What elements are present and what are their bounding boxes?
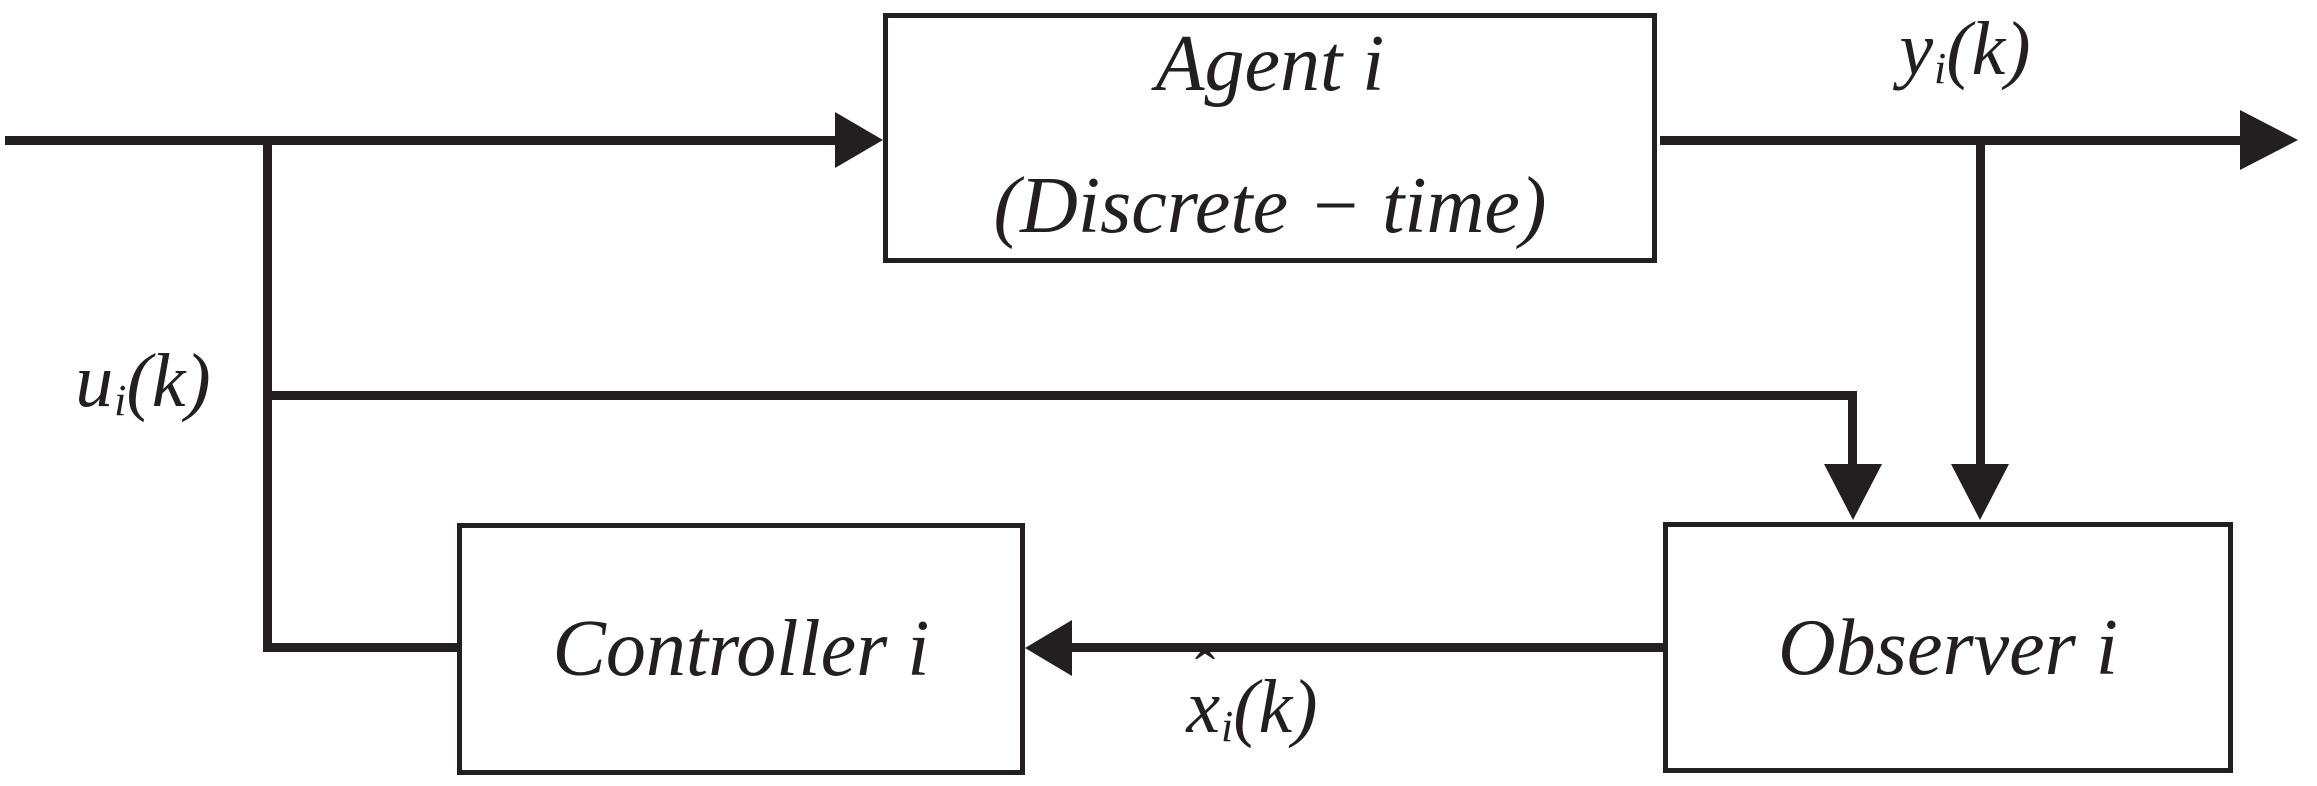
u-arg: (k) [126,339,211,423]
output-arrowhead-icon [2240,110,2298,170]
agent-block: Agent i (Discrete − time) [883,13,1657,263]
xhat-arg: (k) [1233,665,1318,749]
xhat-line [1070,643,1666,652]
y-base: y [1899,7,1934,91]
observer-block-label: Observer i [1778,603,2118,692]
agent-input-line [5,136,837,145]
xhat-to-controller-arrowhead-icon [1025,620,1072,676]
y-arg: (k) [1946,7,2031,91]
u-feedforward-line [263,391,1857,400]
controller-block: Controller i [457,523,1025,775]
xhat-base: x [1186,665,1221,749]
agent-block-label-line1: Agent i [1155,20,1385,108]
xhat-hat: ˆ [1194,639,1216,707]
u-input-signal-label: ui(k) [75,338,210,425]
y-to-observer-arrowhead-icon [1951,464,2009,520]
agent-output-line [1660,136,2243,145]
controller-input-line [263,643,462,652]
observer-block: Observer i [1663,522,2233,773]
u-to-observer-arrowhead-icon [1824,464,1882,520]
controller-block-label: Controller i [552,605,930,693]
agent-block-label-line2: (Discrete − time) [993,162,1547,250]
y-output-signal-label: yi(k) [1899,6,2030,93]
xhat-subscript: i [1221,701,1234,751]
u-base: u [75,339,114,423]
u-drop-line [1848,391,1857,468]
u-subscript: i [114,375,127,425]
y-feedback-line [1976,140,1985,468]
input-arrowhead-icon [835,112,883,168]
y-subscript: i [1934,43,1947,93]
